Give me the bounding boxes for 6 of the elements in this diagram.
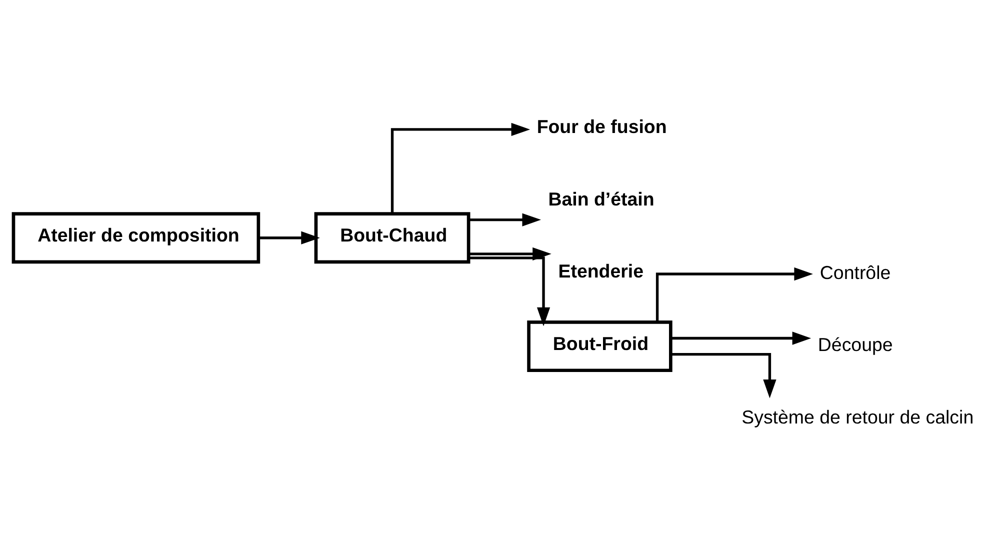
node-text: Bain d’étain [548,188,654,209]
node-text: Découpe [818,334,893,355]
node-text: Etenderie [558,260,644,282]
node-text: Système de retour de calcin [742,406,974,428]
node-text: Four de fusion [536,116,667,137]
node-text: Contrôle [820,261,891,282]
